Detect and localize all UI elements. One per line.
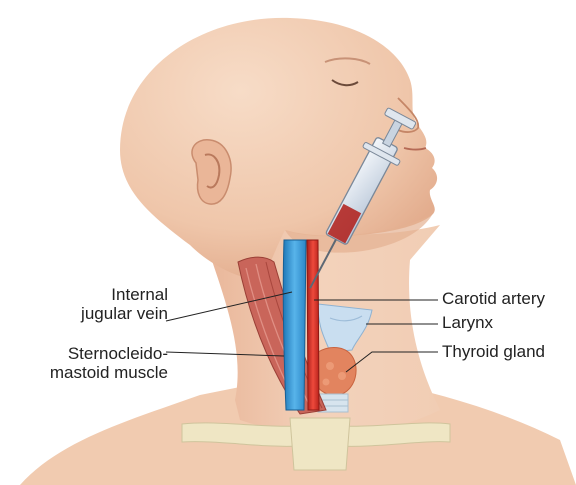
internal-jugular-vein bbox=[283, 240, 306, 410]
label-sternocleidomastoid-muscle: Sternocleido- mastoid muscle bbox=[50, 344, 168, 382]
label-line: Internal bbox=[81, 285, 168, 304]
thyroid-texture bbox=[338, 372, 346, 380]
label-line: Sternocleido- bbox=[50, 344, 168, 363]
carotid-artery bbox=[307, 240, 319, 410]
label-larynx: Larynx bbox=[442, 313, 493, 332]
label-line: mastoid muscle bbox=[50, 363, 168, 382]
thyroid-texture bbox=[326, 362, 334, 370]
label-line: jugular vein bbox=[81, 304, 168, 323]
thyroid-texture bbox=[323, 379, 330, 386]
label-internal-jugular-vein: Internal jugular vein bbox=[81, 285, 168, 323]
label-carotid-artery: Carotid artery bbox=[442, 289, 545, 308]
sternum bbox=[290, 418, 350, 470]
label-thyroid-gland: Thyroid gland bbox=[442, 342, 545, 361]
